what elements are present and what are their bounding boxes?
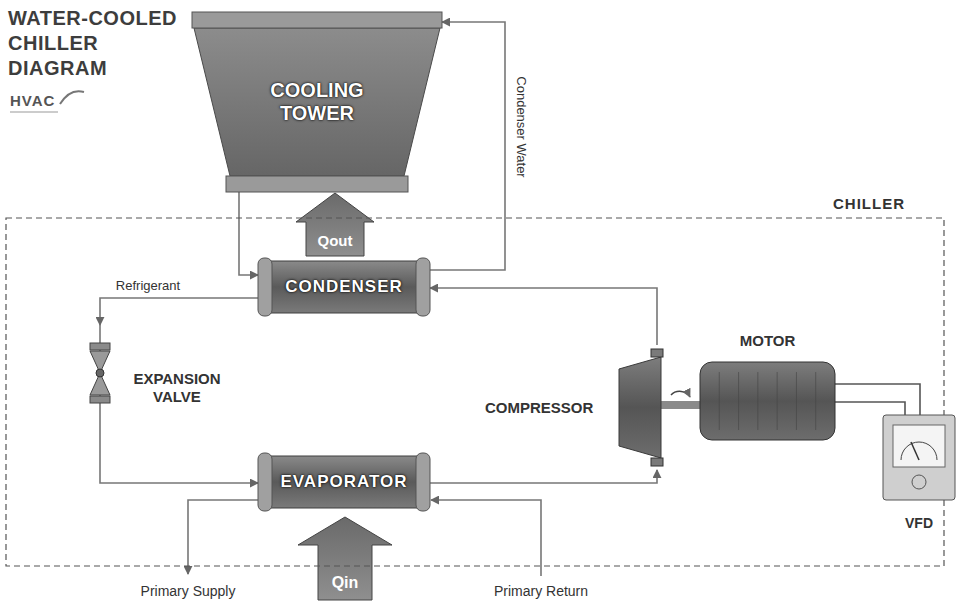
valve-flange	[90, 396, 110, 403]
refrigerant-line	[100, 420, 258, 483]
chiller-outline	[6, 218, 944, 566]
heat-out-label: Qout	[318, 232, 353, 249]
motor-label: MOTOR	[740, 332, 796, 349]
logo-text: HVAC	[10, 92, 55, 109]
chiller-boundary-label: CHILLER	[833, 195, 905, 212]
vessel-shell	[268, 261, 420, 313]
motor-fin	[719, 372, 720, 430]
compressor-label: COMPRESSOR	[485, 399, 593, 416]
tower-fan-deck	[192, 12, 442, 28]
drive-shaft	[660, 401, 700, 409]
compressor-body	[619, 357, 661, 458]
motor-fin	[815, 372, 816, 430]
motor-fin	[777, 372, 778, 430]
vfd-drive: VFD	[883, 415, 955, 535]
water-line	[239, 192, 258, 275]
vfd-gauge	[901, 442, 937, 460]
refrigerant-line	[430, 288, 657, 345]
power-wire	[835, 402, 905, 415]
connector-label: Condenser Water	[514, 74, 529, 179]
water-line	[430, 22, 505, 270]
motor-fin	[738, 372, 739, 430]
vessel-head	[416, 453, 430, 511]
vfd-drive-label: VFD	[905, 515, 933, 531]
vessel-shell	[268, 456, 420, 508]
diagram-title: WATER-COOLED CHILLER DIAGRAM	[8, 6, 188, 81]
expansion-valve: EXPANSION VALVE	[80, 325, 240, 420]
chiller-boundary: CHILLER CONDENSER EXPANSION VALVE COMPRESSO…	[5, 195, 945, 567]
vessel-head	[416, 258, 430, 316]
vfd-needle	[911, 442, 919, 460]
compressor: COMPRESSOR	[485, 345, 663, 470]
evaporator-vessel-label: EVAPORATOR	[280, 472, 407, 492]
condenser-vessel: CONDENSER	[258, 258, 430, 316]
tower-body	[194, 28, 440, 176]
vfd-display	[893, 425, 945, 467]
valve-flange	[90, 343, 110, 350]
expansion-valve-label: EXPANSION VALVE	[122, 370, 232, 405]
heat-in-label: Qin	[332, 574, 359, 592]
compressor-port	[651, 349, 663, 357]
refrigerant-line	[100, 298, 258, 325]
valve-ball	[96, 369, 104, 377]
heat-out-arrow	[296, 193, 374, 256]
connector-label: Refrigerant	[114, 278, 182, 293]
motor: MOTOR	[700, 332, 835, 442]
vessel-head	[258, 453, 272, 511]
refrigerant-line	[430, 470, 657, 483]
vessel-head	[258, 258, 272, 316]
supply-pipe	[188, 500, 258, 574]
vfd-knob	[912, 475, 926, 489]
cooling-tower: COOLING TOWER	[192, 12, 442, 192]
power-wire	[835, 384, 920, 415]
motor-fin	[757, 372, 758, 430]
vfd-cabinet	[883, 415, 955, 500]
pipe-label: Primary Supply	[141, 583, 236, 599]
motor-housing	[700, 362, 835, 440]
pipe-label: Primary Return	[494, 583, 588, 599]
rotation-arrow	[671, 391, 690, 397]
cooling-tower-label: COOLING TOWER	[242, 79, 392, 125]
motor-fin	[796, 372, 797, 430]
evaporator-vessel: EVAPORATOR	[258, 453, 430, 511]
return-pipe	[431, 500, 541, 576]
tower-basin	[226, 176, 408, 192]
heat-in-arrow	[298, 517, 392, 600]
logo-rule	[10, 112, 58, 113]
logo-swoosh	[60, 91, 84, 104]
compressor-port	[651, 458, 663, 466]
condenser-vessel-label: CONDENSER	[285, 277, 403, 297]
